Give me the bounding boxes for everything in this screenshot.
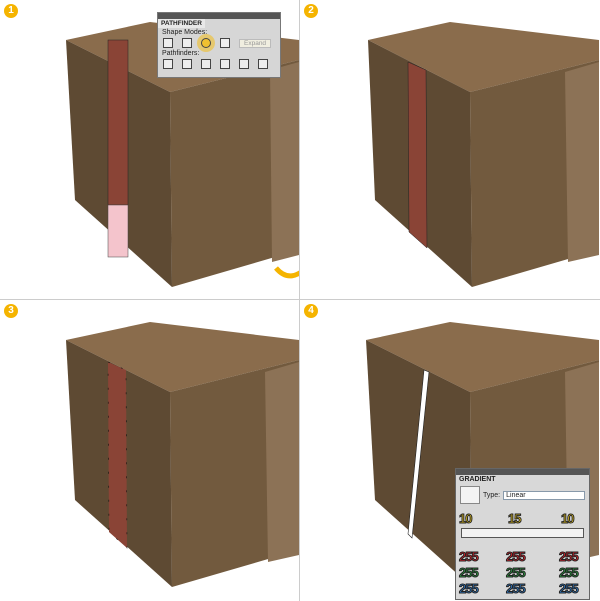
step-badge: 2 — [304, 4, 318, 18]
divider-vertical — [299, 0, 300, 601]
pathfinder-tab[interactable]: PATHFINDER — [158, 19, 205, 28]
exclude-icon[interactable] — [220, 38, 230, 48]
stop-label: 10 — [560, 511, 575, 527]
expand-button[interactable]: Expand — [239, 38, 272, 48]
box-illustration — [66, 322, 299, 587]
unite-icon[interactable] — [163, 38, 173, 48]
minus-front-icon[interactable] — [182, 38, 192, 48]
box-illustration — [66, 22, 299, 287]
green-value: 255 — [459, 565, 480, 581]
blue-value: 255 — [506, 581, 527, 597]
shape-modes-label: Shape Modes: — [162, 29, 208, 36]
red-value: 255 — [459, 549, 480, 565]
green-value: 255 — [506, 565, 527, 581]
red-value: 255 — [559, 549, 580, 565]
gradient-panel: GRADIENT Type: Linear 10 15 10 255 255 2… — [455, 468, 590, 600]
merge-icon[interactable] — [201, 59, 211, 69]
type-select[interactable]: Linear — [503, 490, 585, 500]
step-badge: 3 — [4, 304, 18, 318]
stop-label: 15 — [507, 511, 522, 527]
divider-horizontal — [0, 299, 600, 300]
box-illustration — [368, 22, 599, 287]
blue-value: 255 — [459, 581, 480, 597]
pathfinders-label: Pathfinders: — [162, 50, 200, 57]
step-1-panel: PATHFINDER Shape Modes: Expand Pathfinde… — [0, 0, 299, 299]
type-label: Type: — [483, 491, 501, 499]
intersect-icon[interactable] — [201, 38, 211, 48]
outline-icon[interactable] — [239, 59, 249, 69]
blue-value: 255 — [559, 581, 580, 597]
stop-label: 10 — [458, 511, 473, 527]
green-value: 255 — [559, 565, 580, 581]
crop-icon[interactable] — [220, 59, 230, 69]
step-3-panel: 3 — [0, 300, 299, 599]
gradient-slider[interactable] — [461, 528, 584, 538]
trim-icon[interactable] — [182, 59, 192, 69]
step-2-panel: 2 — [300, 0, 599, 299]
gradient-tab[interactable]: GRADIENT — [459, 476, 496, 483]
step-badge: 4 — [304, 304, 318, 318]
red-value: 255 — [506, 549, 527, 565]
step-badge: 1 — [4, 4, 18, 18]
divide-icon[interactable] — [163, 59, 173, 69]
minus-back-icon[interactable] — [258, 59, 268, 69]
gradient-swatch[interactable] — [460, 486, 480, 504]
pathfinder-panel: PATHFINDER Shape Modes: Expand Pathfinde… — [157, 12, 281, 78]
